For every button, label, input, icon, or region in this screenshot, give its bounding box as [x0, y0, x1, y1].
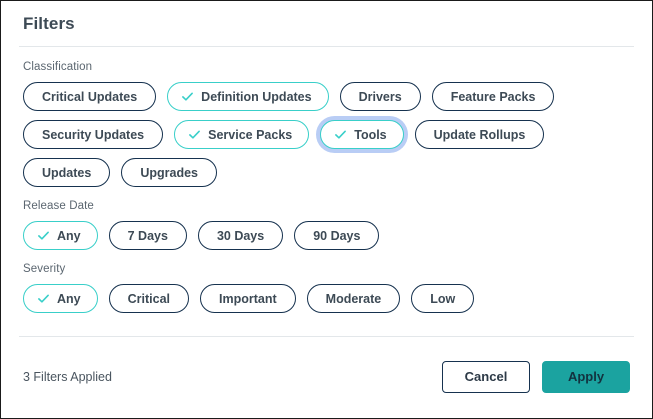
- chip-row-release-date: Any 7 Days 30 Days 90 Days: [23, 221, 630, 250]
- filter-chip-release-date-any[interactable]: Any: [23, 221, 98, 250]
- filter-chip-severity-important[interactable]: Important: [200, 284, 296, 313]
- filter-chip-label: Critical: [127, 291, 171, 306]
- filter-chip-label: Low: [430, 291, 456, 306]
- filter-chip-label: Any: [57, 228, 81, 243]
- filter-chip-label: 90 Days: [313, 228, 361, 243]
- filter-chip-classification-service-packs[interactable]: Service Packs: [174, 120, 310, 149]
- filter-chip-label: Security Updates: [42, 127, 145, 142]
- apply-button[interactable]: Apply: [542, 360, 630, 393]
- cancel-button[interactable]: Cancel: [442, 360, 530, 393]
- header-divider: [19, 46, 634, 47]
- chip-row-severity: Any Critical Important Moderate Low: [23, 284, 630, 313]
- filter-chip-severity-any[interactable]: Any: [23, 284, 98, 313]
- dialog-footer: 3 Filters Applied Cancel Apply: [1, 335, 652, 418]
- section-label-release-date: Release Date: [23, 200, 94, 212]
- section-label-severity: Severity: [23, 263, 66, 275]
- filter-chip-label: Feature Packs: [450, 89, 536, 104]
- filter-chip-label: Tools: [354, 127, 387, 142]
- filter-chip-severity-critical[interactable]: Critical: [108, 284, 190, 313]
- section-label-classification: Classification: [23, 61, 93, 73]
- filter-chip-severity-low[interactable]: Low: [411, 284, 475, 313]
- chip-row-classification: Critical Updates Definition Updates Driver…: [23, 82, 630, 187]
- filter-chip-classification-definition-updates[interactable]: Definition Updates: [167, 82, 329, 111]
- filter-chip-classification-security-updates[interactable]: Security Updates: [23, 120, 164, 149]
- filter-chip-release-date-30-days[interactable]: 30 Days: [197, 221, 284, 250]
- filter-chip-label: Upgrades: [140, 165, 198, 180]
- filter-chip-classification-updates[interactable]: Updates: [23, 158, 111, 187]
- filter-chip-label: 7 Days: [127, 228, 168, 243]
- filter-chip-classification-critical-updates[interactable]: Critical Updates: [23, 82, 157, 111]
- filter-chip-classification-drivers[interactable]: Drivers: [339, 82, 421, 111]
- filter-chip-classification-upgrades[interactable]: Upgrades: [121, 158, 217, 187]
- filter-chip-classification-feature-packs[interactable]: Feature Packs: [431, 82, 555, 111]
- filter-chip-label: Drivers: [358, 89, 402, 104]
- filter-chip-release-date-90-days[interactable]: 90 Days: [294, 221, 380, 250]
- footer-divider: [19, 336, 634, 337]
- filter-chip-label: Important: [219, 291, 277, 306]
- filter-chip-label: Service Packs: [208, 127, 293, 142]
- check-icon: [37, 292, 50, 305]
- check-icon: [181, 90, 194, 103]
- filter-chip-release-date-7-days[interactable]: 7 Days: [108, 221, 187, 250]
- filter-chip-label: Any: [57, 291, 81, 306]
- filter-chip-classification-update-rollups[interactable]: Update Rollups: [414, 120, 545, 149]
- filter-chip-severity-moderate[interactable]: Moderate: [306, 284, 401, 313]
- page-title: Filters: [23, 13, 75, 33]
- check-icon: [188, 128, 201, 141]
- filter-chip-classification-tools[interactable]: Tools: [320, 120, 404, 149]
- check-icon: [37, 229, 50, 242]
- filter-chip-label: Definition Updates: [201, 89, 312, 104]
- filter-chip-label: Critical Updates: [42, 89, 138, 104]
- footer-actions: Cancel Apply: [442, 360, 630, 393]
- filter-chip-label: Updates: [42, 165, 92, 180]
- check-icon: [334, 128, 347, 141]
- filter-chip-label: 30 Days: [216, 228, 265, 243]
- dialog-header: Filters: [1, 1, 652, 46]
- filter-chip-label: Moderate: [325, 291, 382, 306]
- filter-chip-label: Update Rollups: [433, 127, 526, 142]
- filters-applied-count: 3 Filters Applied: [23, 369, 112, 384]
